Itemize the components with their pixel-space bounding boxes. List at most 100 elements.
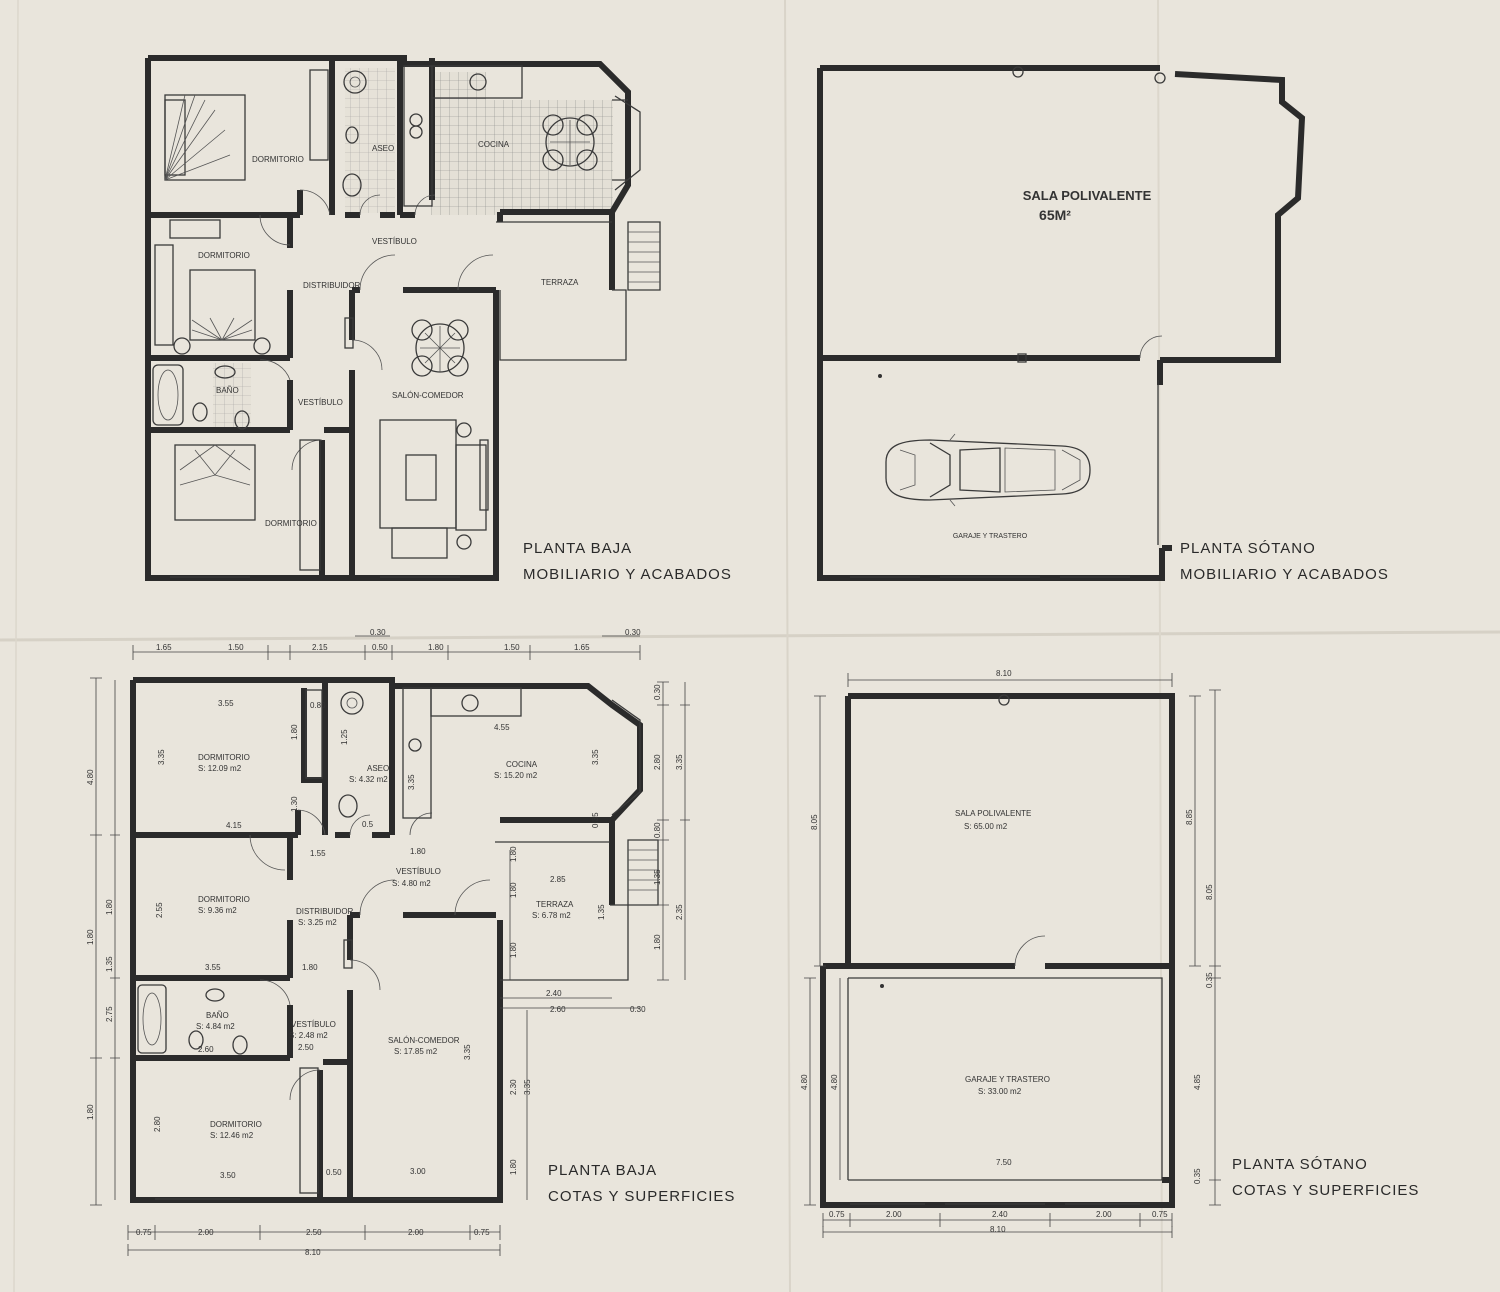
dim-d1-closet: 1.80	[290, 724, 299, 740]
svg-text:DORMITORIO: DORMITORIO	[198, 753, 250, 762]
dim-top-small-1: 0.30	[370, 628, 386, 637]
plan-basement-dimensions: 8.10 0.75 2.00 2.40 2.00 0.75 8.10 7.50 …	[800, 669, 1221, 1238]
bdim-bottom-4: 2.00	[1096, 1210, 1112, 1219]
plan-ground-furniture: DORMITORIO ASEO COCINA DORMITORIO VESTÍB…	[145, 55, 661, 581]
dim-left-outer-3: 1.80	[86, 1104, 95, 1120]
svg-text:DISTRIBUIDOR: DISTRIBUIDOR	[296, 907, 354, 916]
dim-top-7: 1.65	[574, 643, 590, 652]
svg-text:COCINA: COCINA	[506, 760, 538, 769]
dim-top-5: 1.80	[428, 643, 444, 652]
dim-right-5: 1.35	[653, 869, 662, 885]
dim-terr-h: 1.80	[509, 882, 518, 898]
dim-left-outer-1: 4.80	[86, 769, 95, 785]
dim-top-small-2: 0.30	[625, 628, 641, 637]
room-vestibulo-2: VESTÍBULO	[298, 398, 343, 407]
room-vestibulo-1: VESTÍBULO	[372, 237, 417, 246]
dim-top-6: 1.50	[504, 643, 520, 652]
plan-basement-furniture: SALA POLIVALENTE 65M² GARAJE Y TRASTERO	[817, 65, 1306, 581]
bdim-inner-bottom: 7.50	[996, 1158, 1012, 1167]
svg-text:VESTÍBULO: VESTÍBULO	[396, 867, 441, 876]
room-label-terraza: TERRAZA S: 6.78 m2	[532, 900, 574, 920]
dim-d1-bottom: 4.15	[226, 821, 242, 830]
dim-d2-left: 2.55	[155, 902, 164, 918]
dim-vest-small: 0.5	[362, 820, 374, 829]
dim-d3-left: 2.80	[153, 1116, 162, 1132]
room-label-vestibulo: VESTÍBULO S: 4.80 m2	[392, 867, 441, 888]
caption-basement-dims-line2: COTAS Y SUPERFICIES	[1232, 1182, 1420, 1199]
svg-text:S: 4.84 m2: S: 4.84 m2	[196, 1022, 235, 1031]
plan-ground-dimensions: 1.65 1.50 2.15 0.50 1.80 1.50 1.65 0.30 …	[86, 628, 690, 1257]
room-label-cocina: COCINA S: 15.20 m2	[494, 760, 538, 780]
bdim-left-inner: 4.80	[830, 1074, 839, 1090]
dim-terr-small2: 1.80	[509, 942, 518, 958]
svg-text:VESTÍBULO: VESTÍBULO	[291, 1020, 336, 1029]
svg-text:S: 12.46 m2: S: 12.46 m2	[210, 1131, 254, 1140]
svg-text:DORMITORIO: DORMITORIO	[210, 1120, 262, 1129]
svg-text:S: 4.80 m2: S: 4.80 m2	[392, 879, 431, 888]
room-aseo: ASEO	[372, 144, 394, 153]
dim-right-2: 3.35	[675, 754, 684, 770]
dim-cocina-left: 3.35	[407, 774, 416, 790]
dim-dist-bottom: 1.80	[302, 963, 318, 972]
room-label-bano: BAÑO S: 4.84 m2	[196, 1011, 235, 1031]
dim-terr-right: 1.35	[597, 904, 606, 920]
room-cocina: COCINA	[478, 140, 510, 149]
dim-d1-closet-w: 0.80	[310, 701, 326, 710]
dim-right-7: 1.80	[653, 934, 662, 950]
bgaraje-label: GARAJE Y TRASTERO	[965, 1075, 1050, 1084]
svg-text:ASEO: ASEO	[367, 764, 389, 773]
svg-text:S: 17.85 m2: S: 17.85 m2	[394, 1047, 438, 1056]
caption-basement-dims: PLANTA SÓTANO COTAS Y SUPERFICIES	[1232, 1152, 1419, 1204]
svg-text:S: 12.09 m2: S: 12.09 m2	[198, 764, 242, 773]
dim-vest-left: 1.55	[310, 849, 326, 858]
caption-ground-dims-line2: COTAS Y SUPERFICIES	[548, 1188, 736, 1205]
dim-vest2-bottom: 2.50	[298, 1043, 314, 1052]
caption-ground-furniture-line2: MOBILIARIO Y ACABADOS	[523, 566, 732, 583]
room-bano: BAÑO	[216, 386, 239, 395]
dim-d2-bottom: 3.55	[205, 963, 221, 972]
bdim-left-2: 4.80	[800, 1074, 809, 1090]
dim-top-1: 1.65	[156, 643, 172, 652]
bsala-label: SALA POLIVALENTE	[955, 809, 1031, 818]
dim-bottom-5: 0.75	[474, 1228, 490, 1237]
svg-text:S: 4.32 m2: S: 4.32 m2	[349, 775, 388, 784]
bdim-right-2: 8.05	[1205, 884, 1214, 900]
bdim-left-1: 8.05	[810, 814, 819, 830]
svg-text:S: 2.48 m2: S: 2.48 m2	[289, 1031, 328, 1040]
sala-area: 65M²	[1039, 207, 1071, 223]
room-salon: SALÓN-COMEDOR	[392, 391, 464, 400]
bdim-right-1: 8.85	[1185, 809, 1194, 825]
room-label-distribuidor: DISTRIBUIDOR S: 3.25 m2	[296, 907, 354, 927]
dim-cocina-bottom: 0.35	[591, 812, 600, 828]
car-icon	[885, 433, 1091, 507]
bdim-bottom-1: 0.75	[829, 1210, 845, 1219]
bdim-right-4: 4.85	[1193, 1074, 1202, 1090]
bdim-bottom-total: 8.10	[990, 1225, 1006, 1234]
svg-text:S: 15.20 m2: S: 15.20 m2	[494, 771, 538, 780]
svg-text:TERRAZA: TERRAZA	[536, 900, 574, 909]
svg-text:S: 9.36 m2: S: 9.36 m2	[198, 906, 237, 915]
dim-d1-left: 3.35	[157, 749, 166, 765]
caption-basement-furniture: PLANTA SÓTANO MOBILIARIO Y ACABADOS	[1180, 536, 1389, 588]
svg-text:S: 6.78 m2: S: 6.78 m2	[532, 911, 571, 920]
svg-text:BAÑO: BAÑO	[206, 1011, 229, 1020]
dim-bottom-2: 2.00	[198, 1228, 214, 1237]
room-label-d3: DORMITORIO S: 12.46 m2	[210, 1120, 262, 1140]
bdim-bottom-5: 0.75	[1152, 1210, 1168, 1219]
dim-salon-right: 3.35	[463, 1044, 472, 1060]
dim-left-outer-2: 1.80	[86, 929, 95, 945]
dim-d1-top: 3.55	[218, 699, 234, 708]
dim-left-inner-1: 1.80	[105, 899, 114, 915]
room-label-d2: DORMITORIO S: 9.36 m2	[198, 895, 250, 915]
dim-cocina-top: 4.55	[494, 723, 510, 732]
dim-terr-small: 0.30	[630, 1005, 646, 1014]
caption-ground-furniture: PLANTA BAJA MOBILIARIO Y ACABADOS	[523, 536, 732, 588]
garaje-label: GARAJE Y TRASTERO	[953, 533, 1028, 540]
dim-bottom-3: 2.50	[306, 1228, 322, 1237]
bdim-right-3: 0.35	[1205, 972, 1214, 988]
dim-right-4: 0.80	[653, 822, 662, 838]
dim-terr-left: 1.80	[509, 846, 518, 862]
dim-top-4: 0.50	[372, 643, 388, 652]
dim-top-3: 2.15	[312, 643, 328, 652]
